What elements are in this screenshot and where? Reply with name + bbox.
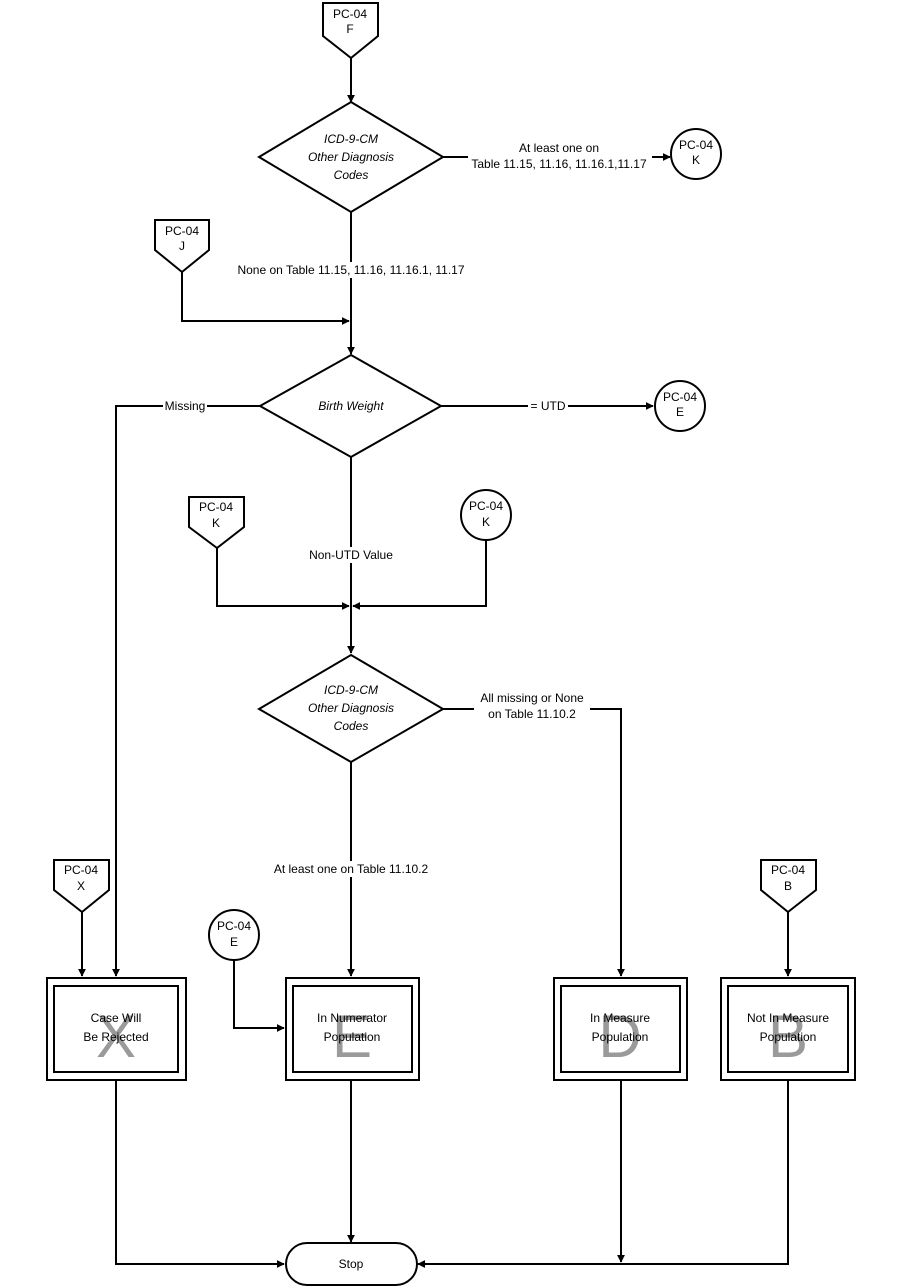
label-diag1-yes-2: Table 11.15, 11.16, 11.16.1,11.17 <box>471 157 647 171</box>
decision-1-line2: Other Diagnosis <box>308 150 394 164</box>
label-diag2-none-1: All missing or None <box>480 691 584 705</box>
connector-j-line2: J <box>179 239 185 253</box>
outcome-b-line1: Not In Measure <box>747 1011 829 1025</box>
edge-x-to-stop <box>115 1080 285 1268</box>
decision-birth-weight: Birth Weight <box>257 353 444 459</box>
onpage-connector-k-top: PC-04 K <box>670 128 722 180</box>
connector-k-mid-line2: K <box>482 515 490 529</box>
offpage-connector-j: PC-04 J <box>154 219 210 274</box>
connector-x-line1: PC-04 <box>64 863 98 877</box>
connector-k-top-line2: K <box>692 153 700 167</box>
edge-b-to-stop <box>417 1080 789 1268</box>
connector-b-line1: PC-04 <box>771 863 805 877</box>
offpage-connector-k: PC-04 K <box>188 496 245 550</box>
label-non-utd: Non-UTD Value <box>309 548 393 562</box>
edge-diag2-to-d <box>443 708 625 977</box>
offpage-connector-b: PC-04 B <box>760 859 817 914</box>
edge-missing-to-x <box>112 405 260 977</box>
decision-1-line1: ICD-9-CM <box>324 132 378 146</box>
connector-j-line1: PC-04 <box>165 224 199 238</box>
onpage-connector-k-mid: PC-04 K <box>460 489 512 541</box>
edge-e-connector-to-e <box>233 960 285 1032</box>
connector-e-top-line2: E <box>676 405 684 419</box>
label-diag2-none-2: on Table 11.10.2 <box>488 707 576 721</box>
edge-k-right-merge <box>352 540 487 610</box>
connector-k-top-line1: PC-04 <box>679 138 713 152</box>
outcome-x-line1: Case Will <box>91 1011 142 1025</box>
outcome-box-e: E In Numerator Population <box>285 977 420 1081</box>
outcome-e-letter: E <box>332 1003 372 1070</box>
outcome-e-line1: In Numerator <box>317 1011 387 1025</box>
connector-e-top-line1: PC-04 <box>663 390 697 404</box>
onpage-connector-e-top: PC-04 E <box>654 380 706 432</box>
decision-diagnosis-codes-2: ICD-9-CM Other Diagnosis Codes <box>257 653 445 764</box>
connector-f-line1: PC-04 <box>333 7 367 21</box>
outcome-d-letter: D <box>598 1003 641 1070</box>
outcome-x-line2: Be Rejected <box>83 1030 148 1044</box>
label-utd: = UTD <box>530 399 565 413</box>
decision-2-line1: ICD-9-CM <box>324 683 378 697</box>
decision-birth-weight-label: Birth Weight <box>318 399 384 413</box>
offpage-connector-f: PC-04 F <box>322 2 379 60</box>
edge-labels: At least one on Table 11.15, 11.16, 11.1… <box>163 141 647 877</box>
connector-k-line1: PC-04 <box>199 500 233 514</box>
outcome-b-letter: B <box>768 1003 808 1070</box>
connector-e-bottom-line1: PC-04 <box>217 919 251 933</box>
label-diag1-none: None on Table 11.15, 11.16, 11.16.1, 11.… <box>237 263 464 277</box>
decision-1-line3: Codes <box>334 168 369 182</box>
label-diag1-yes-1: At least one on <box>519 141 599 155</box>
offpage-connector-x: PC-04 X <box>53 859 110 914</box>
outcome-b-line2: Population <box>760 1030 817 1044</box>
decision-diagnosis-codes-1: ICD-9-CM Other Diagnosis Codes <box>257 100 445 214</box>
outcome-box-x: X Case Will Be Rejected <box>46 977 187 1081</box>
outcome-d-line1: In Measure <box>590 1011 650 1025</box>
edge-k-left-merge <box>216 548 350 610</box>
connector-k-mid-line1: PC-04 <box>469 499 503 513</box>
connector-x-line2: X <box>77 879 85 893</box>
outcome-box-b: B Not In Measure Population <box>720 977 856 1081</box>
decision-2-line2: Other Diagnosis <box>308 701 394 715</box>
label-diag2-yes: At least one on Table 11.10.2 <box>274 862 429 876</box>
terminal-stop-label: Stop <box>339 1257 364 1271</box>
decision-2-line3: Codes <box>334 719 369 733</box>
connector-b-line2: B <box>784 879 792 893</box>
outcome-e-line2: Population <box>324 1030 381 1044</box>
terminal-stop: Stop <box>285 1242 418 1286</box>
label-missing: Missing <box>165 399 206 413</box>
outcome-d-line2: Population <box>592 1030 649 1044</box>
outcome-x-letter: X <box>96 1003 136 1070</box>
connector-f-line2: F <box>346 22 353 36</box>
outcome-box-d: D In Measure Population <box>553 977 688 1081</box>
onpage-connector-e-bottom: PC-04 E <box>208 909 260 961</box>
connector-e-bottom-line2: E <box>230 935 238 949</box>
edge-j-to-main <box>181 272 350 325</box>
connector-k-line2: K <box>212 516 220 530</box>
